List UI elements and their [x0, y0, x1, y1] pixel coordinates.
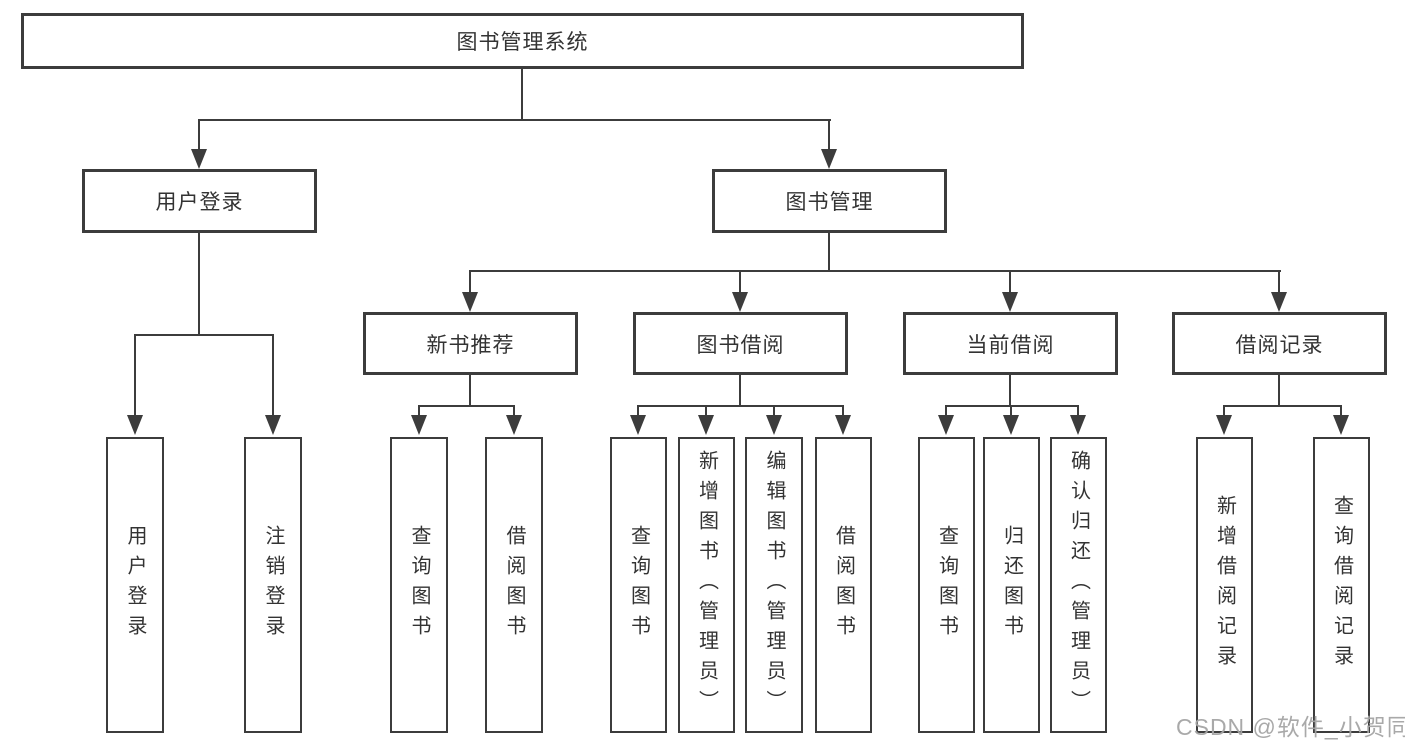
connector-drop: [418, 405, 420, 417]
arrow-down-icon: [732, 292, 748, 312]
connector-management-horizontal: [469, 270, 1281, 272]
connector-stub: [469, 375, 471, 407]
connector-horizontal: [945, 405, 1079, 407]
leaf-borrow-edit-books-admin-label: 编辑图书（管理员）: [763, 450, 785, 720]
connector-login-horizontal: [134, 334, 274, 336]
leaf-current-confirm-return-admin-label: 确认归还（管理员）: [1067, 450, 1090, 720]
arrow-down-icon: [938, 415, 954, 435]
connector-drop: [1340, 405, 1342, 417]
leaf-logout: 注销登录: [244, 437, 302, 733]
connector-root-stub: [521, 69, 523, 120]
arrow-down-icon: [506, 415, 522, 435]
leaf-record-add-label: 新增借阅记录: [1213, 495, 1236, 675]
arrow-down-icon: [821, 149, 837, 169]
connector-management-stub: [828, 233, 830, 272]
connector-drop-login: [198, 119, 200, 151]
arrow-down-icon: [766, 415, 782, 435]
arrow-down-icon: [191, 149, 207, 169]
connector-drop: [1010, 405, 1012, 417]
leaf-user-login-label: 用户登录: [124, 525, 146, 645]
leaf-current-query-books: 查询图书: [918, 437, 975, 733]
connector-drop-management: [828, 119, 830, 151]
connector-drop: [773, 405, 775, 417]
connector-stub: [1009, 375, 1011, 407]
arrow-down-icon: [835, 415, 851, 435]
arrow-down-icon: [1003, 415, 1019, 435]
connector-stub: [739, 375, 741, 407]
leaf-borrow-query-books: 查询图书: [610, 437, 667, 733]
connector-drop: [1278, 270, 1280, 294]
leaf-record-query: 查询借阅记录: [1313, 437, 1370, 733]
connector-drop: [513, 405, 515, 417]
leaf-record-add: 新增借阅记录: [1196, 437, 1253, 733]
connector-root-horizontal: [199, 119, 831, 121]
node-book-management-label: 图书管理: [785, 191, 874, 214]
leaf-recommend-borrow-books-label: 借阅图书: [503, 525, 525, 645]
leaf-record-query-label: 查询借阅记录: [1330, 495, 1353, 675]
leaf-current-return-books: 归还图书: [983, 437, 1040, 733]
connector-drop: [739, 270, 741, 294]
leaf-user-login: 用户登录: [106, 437, 164, 733]
leaf-borrow-query-books-label: 查询图书: [627, 525, 650, 645]
leaf-borrow-add-books-admin: 新增图书（管理员）: [678, 437, 735, 733]
leaf-borrow-add-books-admin-label: 新增图书（管理员）: [695, 450, 718, 720]
node-user-login: 用户登录: [82, 169, 317, 233]
leaf-current-confirm-return-admin: 确认归还（管理员）: [1050, 437, 1107, 733]
leaf-recommend-query-books-label: 查询图书: [408, 525, 430, 645]
node-book-management: 图书管理: [712, 169, 947, 233]
connector-drop: [1009, 270, 1011, 294]
arrow-down-icon: [1002, 292, 1018, 312]
leaf-borrow-borrow-books: 借阅图书: [815, 437, 872, 733]
node-new-book-recommend-label: 新书推荐: [426, 333, 515, 357]
leaf-borrow-edit-books-admin: 编辑图书（管理员）: [745, 437, 803, 733]
leaf-borrow-borrow-books-label: 借阅图书: [832, 525, 855, 645]
connector-drop: [637, 405, 639, 417]
arrow-down-icon: [1216, 415, 1232, 435]
arrow-down-icon: [411, 415, 427, 435]
arrow-down-icon: [1333, 415, 1349, 435]
leaf-current-query-books-label: 查询图书: [935, 525, 958, 645]
connector-drop: [705, 405, 707, 417]
node-user-login-label: 用户登录: [155, 191, 244, 214]
leaf-current-return-books-label: 归还图书: [1000, 525, 1023, 645]
node-book-borrow-label: 图书借阅: [696, 333, 785, 357]
node-root: 图书管理系统: [21, 13, 1024, 69]
arrow-down-icon: [462, 292, 478, 312]
connector-drop: [272, 334, 274, 416]
connector-horizontal: [1223, 405, 1342, 407]
connector-horizontal: [637, 405, 844, 407]
connector-drop: [842, 405, 844, 417]
node-borrow-record: 借阅记录: [1172, 312, 1387, 375]
connector-horizontal: [418, 405, 515, 407]
connector-stub: [1278, 375, 1280, 407]
arrow-down-icon: [265, 415, 281, 435]
connector-login-stub: [198, 233, 200, 336]
node-new-book-recommend: 新书推荐: [363, 312, 578, 375]
arrow-down-icon: [1271, 292, 1287, 312]
connector-drop: [134, 334, 136, 416]
node-book-borrow: 图书借阅: [633, 312, 848, 375]
csdn-watermark: CSDN @软件_小贺同学: [1176, 714, 1405, 740]
leaf-recommend-query-books: 查询图书: [390, 437, 448, 733]
leaf-logout-label: 注销登录: [262, 525, 284, 645]
arrow-down-icon: [1070, 415, 1086, 435]
connector-drop: [469, 270, 471, 294]
connector-drop: [1223, 405, 1225, 417]
node-borrow-record-label: 借阅记录: [1235, 333, 1324, 357]
connector-drop: [945, 405, 947, 417]
node-root-label: 图书管理系统: [456, 31, 589, 54]
arrow-down-icon: [630, 415, 646, 435]
node-current-borrow: 当前借阅: [903, 312, 1118, 375]
node-current-borrow-label: 当前借阅: [966, 333, 1055, 357]
connector-drop: [1077, 405, 1079, 417]
arrow-down-icon: [698, 415, 714, 435]
arrow-down-icon: [127, 415, 143, 435]
leaf-recommend-borrow-books: 借阅图书: [485, 437, 543, 733]
